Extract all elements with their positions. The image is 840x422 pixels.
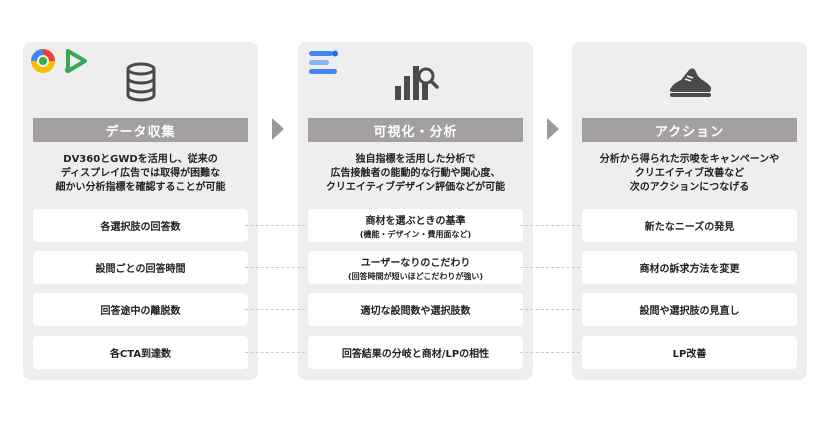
panel-action: アクション 分析から得られた示唆をキャンペーンや クリエイティブ改善など 次のア…	[572, 42, 807, 380]
connector-line	[245, 225, 305, 226]
column-title: データ収集	[33, 118, 248, 142]
looker-studio-icon	[309, 50, 338, 74]
list-item: 各CTA到達数	[33, 336, 248, 369]
description-line: 細かい分析指標を確認することが可能	[55, 182, 226, 193]
list-item: 各選択肢の回答数	[33, 209, 248, 242]
column-title: アクション	[582, 118, 797, 142]
connector-line	[245, 352, 305, 353]
connector-line	[245, 309, 305, 310]
connector-line	[520, 225, 580, 226]
panel-visualization-analysis: 可視化・分析 独自指標を活用した分析で 広告接触者の能動的な行動や関心度、 クリ…	[298, 42, 533, 380]
description-line: ディスプレイ広告では取得が困難な	[60, 168, 221, 179]
connector-line	[520, 352, 580, 353]
list-item: 適切な設問数や選択肢数	[308, 293, 523, 326]
database-icon	[126, 62, 155, 102]
list-item: LP改善	[582, 336, 797, 369]
campaign-manager-icon	[65, 49, 87, 73]
connector-line	[520, 309, 580, 310]
list-item: ユーザーなりのこだわり (回答時間が短いほどこだわりが強い)	[308, 251, 523, 284]
description-line: 独自指標を活用した分析で	[355, 154, 476, 165]
list-item: 商材を選ぶときの基準 (機能・デザイン・費用面など)	[308, 209, 523, 242]
description-line: クリエイティブデザイン評価などが可能	[325, 182, 506, 193]
description-line: DV360とGWDを活用し、従来の	[63, 154, 218, 165]
panel-data-collection: データ収集 DV360とGWDを活用し、従来の ディスプレイ広告では取得が困難な…	[23, 42, 258, 380]
column-title: 可視化・分析	[308, 118, 523, 142]
description-line: 次のアクションにつなげる	[629, 182, 750, 193]
description-line: 分析から得られた示唆をキャンペーンや	[599, 154, 780, 165]
chart-magnifier-icon	[394, 66, 439, 100]
flow-arrow-icon	[547, 118, 559, 140]
flow-arrow-icon	[272, 118, 284, 140]
list-item: 設問ごとの回答時間	[33, 251, 248, 284]
column-description: 独自指標を活用した分析で 広告接触者の能動的な行動や関心度、 クリエイティブデザ…	[304, 153, 527, 195]
column-description: 分析から得られた示唆をキャンペーンや クリエイティブ改善など 次のアクションにつ…	[578, 153, 801, 195]
list-item: 回答途中の離脱数	[33, 293, 248, 326]
list-item: 設問や選択肢の見直し	[582, 293, 797, 326]
list-item: 商材の訴求方法を変更	[582, 251, 797, 284]
description-line: クリエイティブ改善など	[634, 168, 745, 179]
description-line: 広告接触者の能動的な行動や関心度、	[330, 168, 501, 179]
column-description: DV360とGWDを活用し、従来の ディスプレイ広告では取得が困難な 細かい分析…	[29, 153, 252, 195]
list-item: 新たなニーズの発見	[582, 209, 797, 242]
google-dv360-icon	[31, 49, 55, 73]
list-item: 回答結果の分岐と商材/LPの相性	[308, 336, 523, 369]
sneaker-icon	[669, 68, 711, 97]
connector-line	[520, 267, 580, 268]
connector-line	[245, 267, 305, 268]
